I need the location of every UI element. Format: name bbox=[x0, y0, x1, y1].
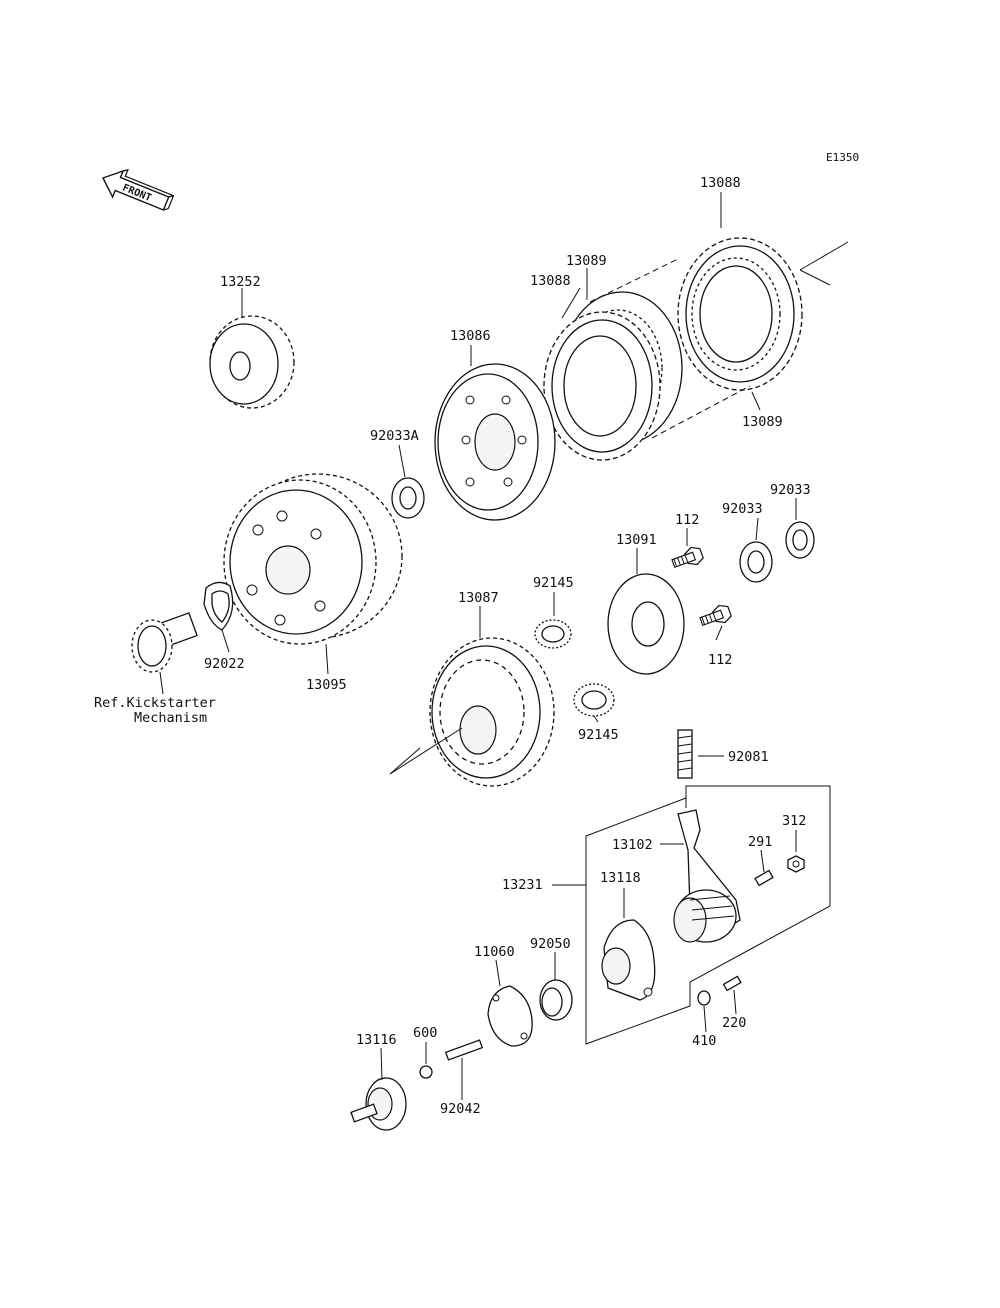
kickstarter-gear bbox=[131, 612, 198, 673]
label-13091: 13091 bbox=[616, 532, 657, 548]
label-600: 600 bbox=[413, 1025, 437, 1041]
label-312: 312 bbox=[782, 813, 806, 829]
washer-92033-a bbox=[739, 541, 773, 583]
spring-92145-bottom bbox=[573, 683, 615, 717]
clutch-housing-13095 bbox=[223, 473, 403, 645]
label-13095: 13095 bbox=[306, 677, 347, 693]
washer-92033A bbox=[391, 477, 425, 519]
front-arrow-icon: FRONT bbox=[102, 168, 175, 211]
label-112-top: 112 bbox=[675, 512, 699, 528]
clutch-hub-13087 bbox=[429, 637, 555, 787]
friction-plate-outer bbox=[677, 237, 803, 391]
label-11060: 11060 bbox=[474, 944, 515, 960]
label-92081: 92081 bbox=[728, 749, 769, 765]
label-13089-right: 13089 bbox=[742, 414, 783, 430]
oil-seal-92050 bbox=[539, 979, 573, 1021]
reference-note-line1: Ref.Kickstarter bbox=[94, 695, 216, 711]
label-13087: 13087 bbox=[458, 590, 499, 606]
label-13088-top: 13088 bbox=[700, 175, 741, 191]
label-92033A: 92033A bbox=[370, 428, 419, 444]
nut-312 bbox=[787, 855, 805, 873]
screw-220 bbox=[722, 975, 742, 992]
spring-92145-top bbox=[534, 619, 572, 649]
label-13118: 13118 bbox=[600, 870, 641, 886]
label-112-bottom: 112 bbox=[708, 652, 732, 668]
label-220: 220 bbox=[722, 1015, 746, 1031]
bolt-112-bottom bbox=[697, 602, 734, 631]
release-cam-13118 bbox=[601, 919, 656, 1001]
friction-plate-inner bbox=[543, 311, 661, 461]
washer-410 bbox=[697, 990, 711, 1006]
label-13116: 13116 bbox=[356, 1032, 397, 1048]
release-lever-13102 bbox=[673, 809, 741, 943]
label-92022: 92022 bbox=[204, 656, 245, 672]
spring-plate-13091 bbox=[607, 573, 685, 675]
leader-lines bbox=[159, 192, 797, 1100]
label-92050: 92050 bbox=[530, 936, 571, 952]
label-13102: 13102 bbox=[612, 837, 653, 853]
primary-gear-13252 bbox=[209, 315, 295, 409]
label-92042: 92042 bbox=[440, 1101, 481, 1117]
pushrod-holder-13116 bbox=[350, 1077, 407, 1131]
diagram-code: E1350 bbox=[826, 151, 859, 164]
spring-92081 bbox=[677, 729, 693, 779]
washer-92033-b bbox=[785, 521, 815, 559]
label-13086: 13086 bbox=[450, 328, 491, 344]
pushrod-92042 bbox=[444, 1039, 484, 1061]
label-92033-b: 92033 bbox=[770, 482, 811, 498]
label-92145-bottom: 92145 bbox=[578, 727, 619, 743]
ball-600 bbox=[419, 1065, 433, 1079]
pressure-plate bbox=[434, 363, 556, 521]
label-13088-mid: 13088 bbox=[530, 273, 571, 289]
gasket-11060 bbox=[487, 985, 533, 1047]
reference-note-line2: Mechanism bbox=[134, 710, 207, 726]
label-13089-top: 13089 bbox=[566, 253, 607, 269]
label-410: 410 bbox=[692, 1033, 716, 1049]
pin-291 bbox=[754, 869, 774, 887]
bolt-112-top bbox=[669, 544, 706, 573]
label-291: 291 bbox=[748, 834, 772, 850]
label-92145-top: 92145 bbox=[533, 575, 574, 591]
label-92033-a: 92033 bbox=[722, 501, 763, 517]
cushion-92022 bbox=[203, 581, 234, 631]
label-13252: 13252 bbox=[220, 274, 261, 290]
label-13231: 13231 bbox=[502, 877, 543, 893]
